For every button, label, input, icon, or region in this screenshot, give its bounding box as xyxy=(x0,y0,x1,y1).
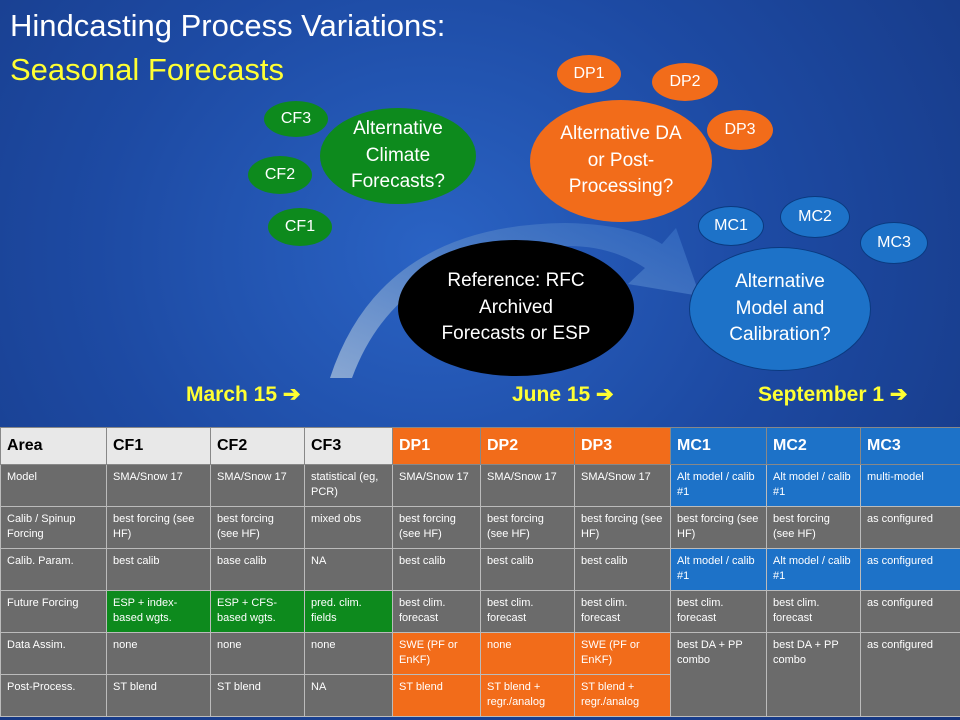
title-line-1: Hindcasting Process Variations: xyxy=(10,8,446,43)
table-cell: base calib xyxy=(210,548,305,591)
date-june: June 15 ➔ xyxy=(512,383,614,406)
header-dp2: DP2 xyxy=(480,427,575,465)
table-row: Future Forcing ESP + index-based wgts. E… xyxy=(0,590,960,633)
table-cell: ST blend xyxy=(392,674,481,717)
table-cell: best forcing (see HF) xyxy=(392,506,481,549)
table-cell: SMA/Snow 17 xyxy=(480,464,575,507)
table-cell: pred. clim. fields xyxy=(304,590,393,633)
mc2-oval: MC2 xyxy=(780,196,850,238)
table-cell: best calib xyxy=(106,548,211,591)
table-cell: ST blend xyxy=(106,674,211,717)
table-cell: SWE (PF or EnKF) xyxy=(574,632,671,675)
table-row: Post-Process. ST blend ST blend NA ST bl… xyxy=(0,674,960,717)
header-cf1: CF1 xyxy=(106,427,211,465)
table-cell: Alt model / calib #1 xyxy=(670,464,767,507)
dp1-oval: DP1 xyxy=(557,55,621,93)
table-row: Calib. Param. best calib base calib NA b… xyxy=(0,548,960,591)
table-cell: Alt model / calib #1 xyxy=(670,548,767,591)
mc3-oval: MC3 xyxy=(860,222,928,264)
table-cell: SMA/Snow 17 xyxy=(574,464,671,507)
cf3-oval: CF3 xyxy=(264,101,328,137)
model-calibration-label: Alternative Model and Calibration? xyxy=(729,271,831,346)
header-dp1: DP1 xyxy=(392,427,481,465)
table-cell: best forcing (see HF) xyxy=(106,506,211,549)
model-calibration-oval: Alternative Model and Calibration? xyxy=(689,247,871,371)
table-cell: best forcing (see HF) xyxy=(574,506,671,549)
table-cell: SWE (PF or EnKF) xyxy=(392,632,481,675)
table-row: Calib / Spinup Forcing best forcing (see… xyxy=(0,506,960,549)
table-cell: best clim. forecast xyxy=(392,590,481,633)
table-row: Data Assim. none none none SWE (PF or En… xyxy=(0,632,960,717)
table-cell: none xyxy=(106,632,211,675)
table-cell: ESP + CFS-based wgts. xyxy=(210,590,305,633)
table-cell: ST blend + regr./analog xyxy=(480,674,575,717)
date-march: March 15 ➔ xyxy=(186,383,301,406)
climate-forecasts-label: Alternative Climate Forecasts? xyxy=(351,118,445,193)
table-cell: ST blend + regr./analog xyxy=(574,674,671,717)
table-cell: best clim. forecast xyxy=(766,590,861,633)
cf2-oval: CF2 xyxy=(248,156,312,194)
table-cell: best DA + PP combo xyxy=(766,632,861,717)
reference-label: Reference: RFC Archived Forecasts or ESP xyxy=(441,270,591,345)
table-cell: best clim. forecast xyxy=(670,590,767,633)
climate-forecasts-oval: Alternative Climate Forecasts? xyxy=(320,108,476,204)
table-cell: Post-Process. xyxy=(0,674,107,717)
table-cell: best forcing (see HF) xyxy=(766,506,861,549)
table-cell: multi-model xyxy=(860,464,960,507)
table-cell: best calib xyxy=(480,548,575,591)
title-line-2: Seasonal Forecasts xyxy=(10,52,284,87)
table-cell: best clim. forecast xyxy=(480,590,575,633)
table-cell: none xyxy=(210,632,305,675)
table-header-row: Area CF1 CF2 CF3 DP1 DP2 DP3 MC1 MC2 MC3 xyxy=(0,427,960,465)
table-cell: best forcing (see HF) xyxy=(210,506,305,549)
table-cell: as configured xyxy=(860,632,960,717)
da-postprocessing-oval: Alternative DA or Post-Processing? xyxy=(530,100,712,222)
table-cell: as configured xyxy=(860,548,960,591)
dp2-oval: DP2 xyxy=(652,63,718,101)
header-area: Area xyxy=(0,427,107,465)
table-cell: Calib / Spinup Forcing xyxy=(0,506,107,549)
table-cell: best calib xyxy=(574,548,671,591)
table-cell: best forcing (see HF) xyxy=(670,506,767,549)
table-cell: Alt model / calib #1 xyxy=(766,548,861,591)
table-cell: NA xyxy=(304,548,393,591)
table-cell: SMA/Snow 17 xyxy=(210,464,305,507)
table-cell: statistical (eg, PCR) xyxy=(304,464,393,507)
variations-table: Area CF1 CF2 CF3 DP1 DP2 DP3 MC1 MC2 MC3… xyxy=(0,427,960,717)
table-cell: none xyxy=(304,632,393,675)
table-cell: best forcing (see HF) xyxy=(480,506,575,549)
dp3-oval: DP3 xyxy=(707,110,773,150)
reference-oval: Reference: RFC Archived Forecasts or ESP xyxy=(398,240,634,376)
table-cell: SMA/Snow 17 xyxy=(392,464,481,507)
cf1-oval: CF1 xyxy=(268,208,332,246)
date-september: September 1 ➔ xyxy=(758,383,908,406)
table-cell: none xyxy=(480,632,575,675)
da-postprocessing-label: Alternative DA or Post-Processing? xyxy=(560,123,682,198)
header-cf2: CF2 xyxy=(210,427,305,465)
header-dp3: DP3 xyxy=(574,427,671,465)
table-row: Model SMA/Snow 17 SMA/Snow 17 statistica… xyxy=(0,464,960,507)
table-cell: mixed obs xyxy=(304,506,393,549)
header-mc1: MC1 xyxy=(670,427,767,465)
table-cell: ST blend xyxy=(210,674,305,717)
table-cell: Alt model / calib #1 xyxy=(766,464,861,507)
header-mc2: MC2 xyxy=(766,427,861,465)
table-cell: Calib. Param. xyxy=(0,548,107,591)
table-cell: SMA/Snow 17 xyxy=(106,464,211,507)
table-cell: best clim. forecast xyxy=(574,590,671,633)
table-cell: Future Forcing xyxy=(0,590,107,633)
header-cf3: CF3 xyxy=(304,427,393,465)
table-cell: as configured xyxy=(860,506,960,549)
table-cell: as configured xyxy=(860,590,960,633)
table-cell: NA xyxy=(304,674,393,717)
table-cell: Data Assim. xyxy=(0,632,107,675)
table-cell: best calib xyxy=(392,548,481,591)
table-cell: ESP + index-based wgts. xyxy=(106,590,211,633)
header-mc3: MC3 xyxy=(860,427,960,465)
table-cell: best DA + PP combo xyxy=(670,632,767,717)
mc1-oval: MC1 xyxy=(698,206,764,246)
table-cell: Model xyxy=(0,464,107,507)
